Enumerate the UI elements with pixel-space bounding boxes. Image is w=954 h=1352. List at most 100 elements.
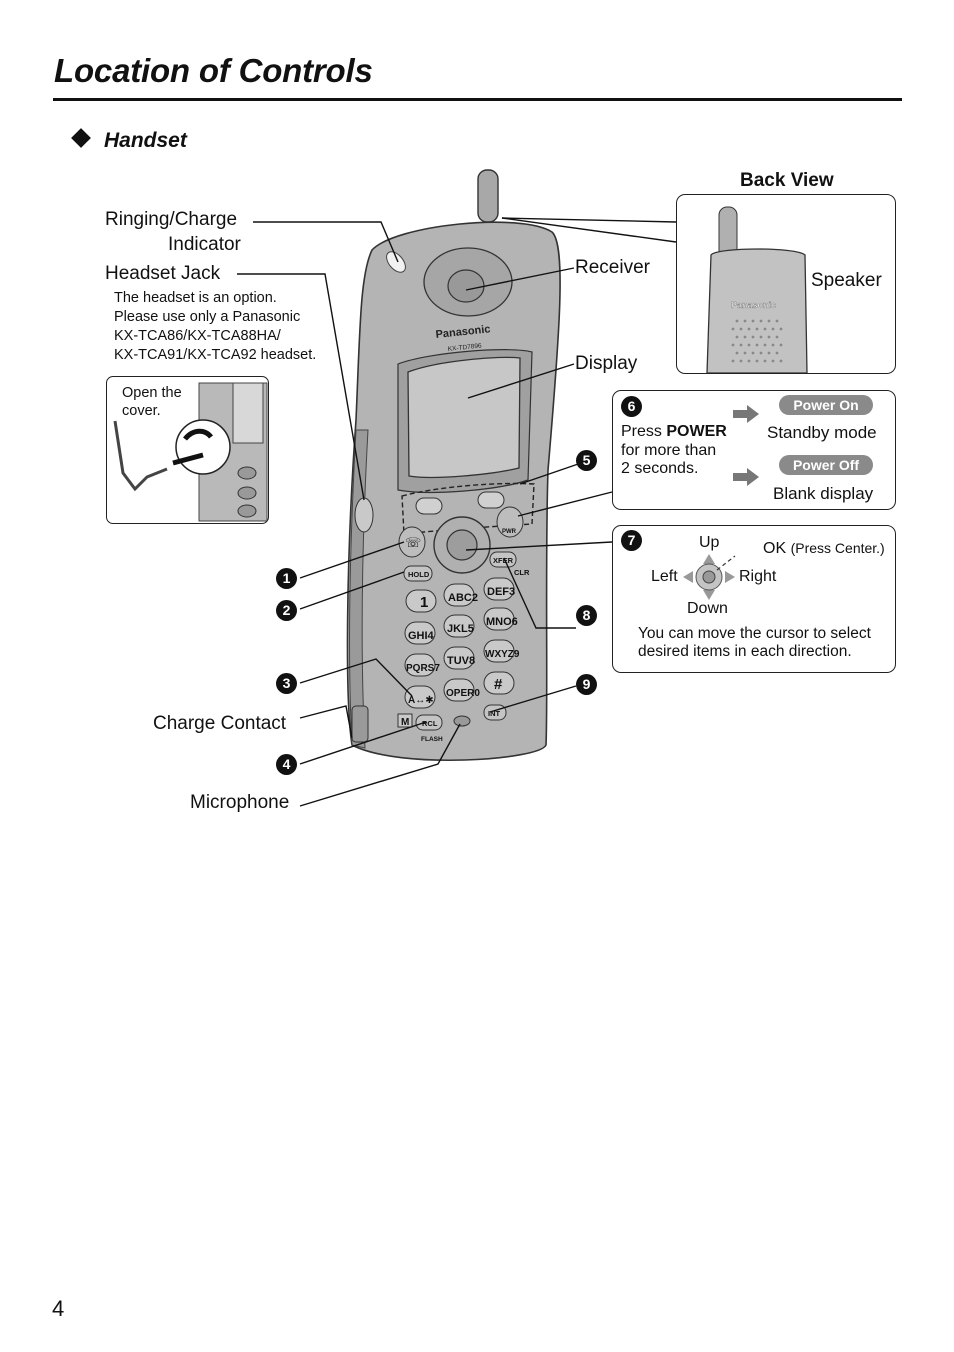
charge-contact-label: Charge Contact	[153, 713, 287, 734]
ringing-charge-label: Ringing/Charge	[105, 209, 238, 230]
callout-number-4: 4	[276, 754, 297, 775]
power-instruction-3: 2 seconds.	[621, 460, 699, 477]
callout-number-9: 9	[576, 674, 597, 695]
antenna	[477, 169, 499, 223]
navigator-info-box: 7 Up Left Right Down OK (Press Center.) …	[612, 525, 896, 673]
phone-model: KX-TD7896	[447, 342, 482, 353]
headset-note-3: KX-TCA86/KX-TCA88HA/	[114, 328, 281, 344]
soft-key-left	[415, 497, 443, 515]
svg-text:MNO6: MNO6	[486, 616, 518, 628]
dial-key-8	[443, 646, 475, 670]
microphone-label: Microphone	[190, 792, 290, 813]
arrow-right-icon	[747, 405, 759, 423]
dial-key-9	[483, 639, 515, 663]
nav-description-2: desired items in each direction.	[638, 643, 852, 660]
phone-brand: Panasonic	[435, 323, 491, 341]
power-instruction-1: Press POWER	[621, 423, 727, 440]
back-brand: Panasonic	[731, 300, 776, 310]
headset-jack-label: Headset Jack	[105, 263, 221, 284]
callout-number-2: 2	[276, 600, 297, 621]
headset-note-4: KX-TCA91/KX-TCA92 headset.	[114, 347, 317, 363]
headset-note-2: Please use only a Panasonic	[114, 309, 301, 325]
back-view-title: Back View	[740, 170, 834, 191]
svg-text:#: #	[494, 676, 503, 693]
nav-right-label: Right	[739, 568, 777, 585]
power-on-badge: Power On	[779, 395, 873, 415]
dial-key-3	[483, 577, 515, 601]
ringing-charge-label-2: Indicator	[168, 234, 241, 255]
nav-left-label: Left	[651, 568, 678, 585]
callout-number-3: 3	[276, 673, 297, 694]
arrow-right-icon	[747, 468, 759, 486]
section-title: Handset	[104, 129, 187, 152]
callout-number-6: 6	[621, 396, 642, 417]
power-info-box: 6 Press POWER for more than 2 seconds. P…	[612, 390, 896, 510]
callout-number-8: 8	[576, 605, 597, 626]
svg-text:XFER: XFER	[493, 556, 514, 565]
dial-key-hash	[483, 671, 515, 695]
dial-key-2	[443, 583, 475, 607]
nav-ok-label: OK (Press Center.)	[763, 540, 885, 557]
soft-key-right	[477, 491, 505, 509]
headset-plug-illustration	[113, 382, 268, 522]
page-number: 4	[52, 1296, 65, 1321]
svg-text:TUV8: TUV8	[447, 655, 475, 667]
svg-text:JKL5: JKL5	[447, 623, 474, 635]
memory-key	[397, 713, 413, 728]
headset-note-1: The headset is an option.	[114, 290, 277, 306]
recall-key	[415, 714, 443, 731]
dial-key-1	[405, 589, 437, 613]
open-cover-text-1: Open the	[122, 385, 182, 401]
dial-key-0	[443, 678, 475, 702]
svg-text:HOLD: HOLD	[408, 570, 430, 579]
open-cover-text-2: cover.	[122, 403, 161, 419]
speaker-label: Speaker	[811, 270, 882, 291]
microphone-hole	[453, 715, 471, 727]
page-title: Location of Controls	[54, 52, 373, 89]
svg-text:☏: ☏	[405, 535, 421, 550]
nav-description-1: You can move the cursor to select	[638, 625, 871, 642]
power-key	[496, 506, 524, 538]
callout-number-5: 5	[576, 450, 597, 471]
svg-text:ABC2: ABC2	[448, 592, 478, 604]
talk-key	[398, 526, 426, 558]
headset-jack	[354, 497, 374, 533]
dial-key-star	[404, 685, 436, 709]
svg-text:RCL: RCL	[422, 719, 438, 728]
display-screen	[407, 356, 521, 479]
svg-text:WXYZ9: WXYZ9	[485, 649, 520, 660]
svg-text:CLR: CLR	[514, 568, 530, 577]
dial-key-6	[483, 607, 515, 631]
navigator-cursor-icon	[683, 554, 736, 600]
callout-number-1: 1	[276, 568, 297, 589]
standby-mode-label: Standby mode	[767, 423, 877, 442]
dial-key-7	[404, 653, 436, 677]
svg-text:M: M	[401, 717, 409, 728]
ringing-indicator-light	[386, 251, 406, 273]
nav-down-label: Down	[687, 600, 728, 617]
receiver-label: Receiver	[575, 257, 650, 278]
svg-text:FLASH: FLASH	[421, 736, 443, 743]
svg-text:GHI4: GHI4	[408, 630, 435, 642]
dial-key-4	[404, 621, 436, 645]
svg-text:1: 1	[420, 594, 428, 611]
svg-text:DEF3: DEF3	[487, 586, 515, 598]
power-instruction-2: for more than	[621, 442, 717, 459]
power-off-badge: Power Off	[779, 455, 873, 475]
title-rule	[53, 98, 902, 101]
display-label: Display	[575, 353, 638, 374]
svg-text:INT: INT	[488, 709, 501, 718]
svg-text:A↔✱: A↔✱	[408, 695, 434, 706]
nav-up-label: Up	[699, 534, 720, 551]
xfer-key	[489, 551, 517, 568]
svg-text:PQRS7: PQRS7	[406, 663, 440, 674]
hold-key	[403, 565, 433, 582]
blank-display-label: Blank display	[773, 484, 874, 503]
open-cover-inset: Open the cover.	[106, 376, 269, 524]
dial-key-5	[443, 614, 475, 638]
back-view-box: Panasonic Speaker	[676, 194, 896, 374]
charge-contact	[351, 705, 369, 743]
svg-text:OPER0: OPER0	[446, 688, 480, 699]
callout-number-7: 7	[621, 530, 642, 551]
